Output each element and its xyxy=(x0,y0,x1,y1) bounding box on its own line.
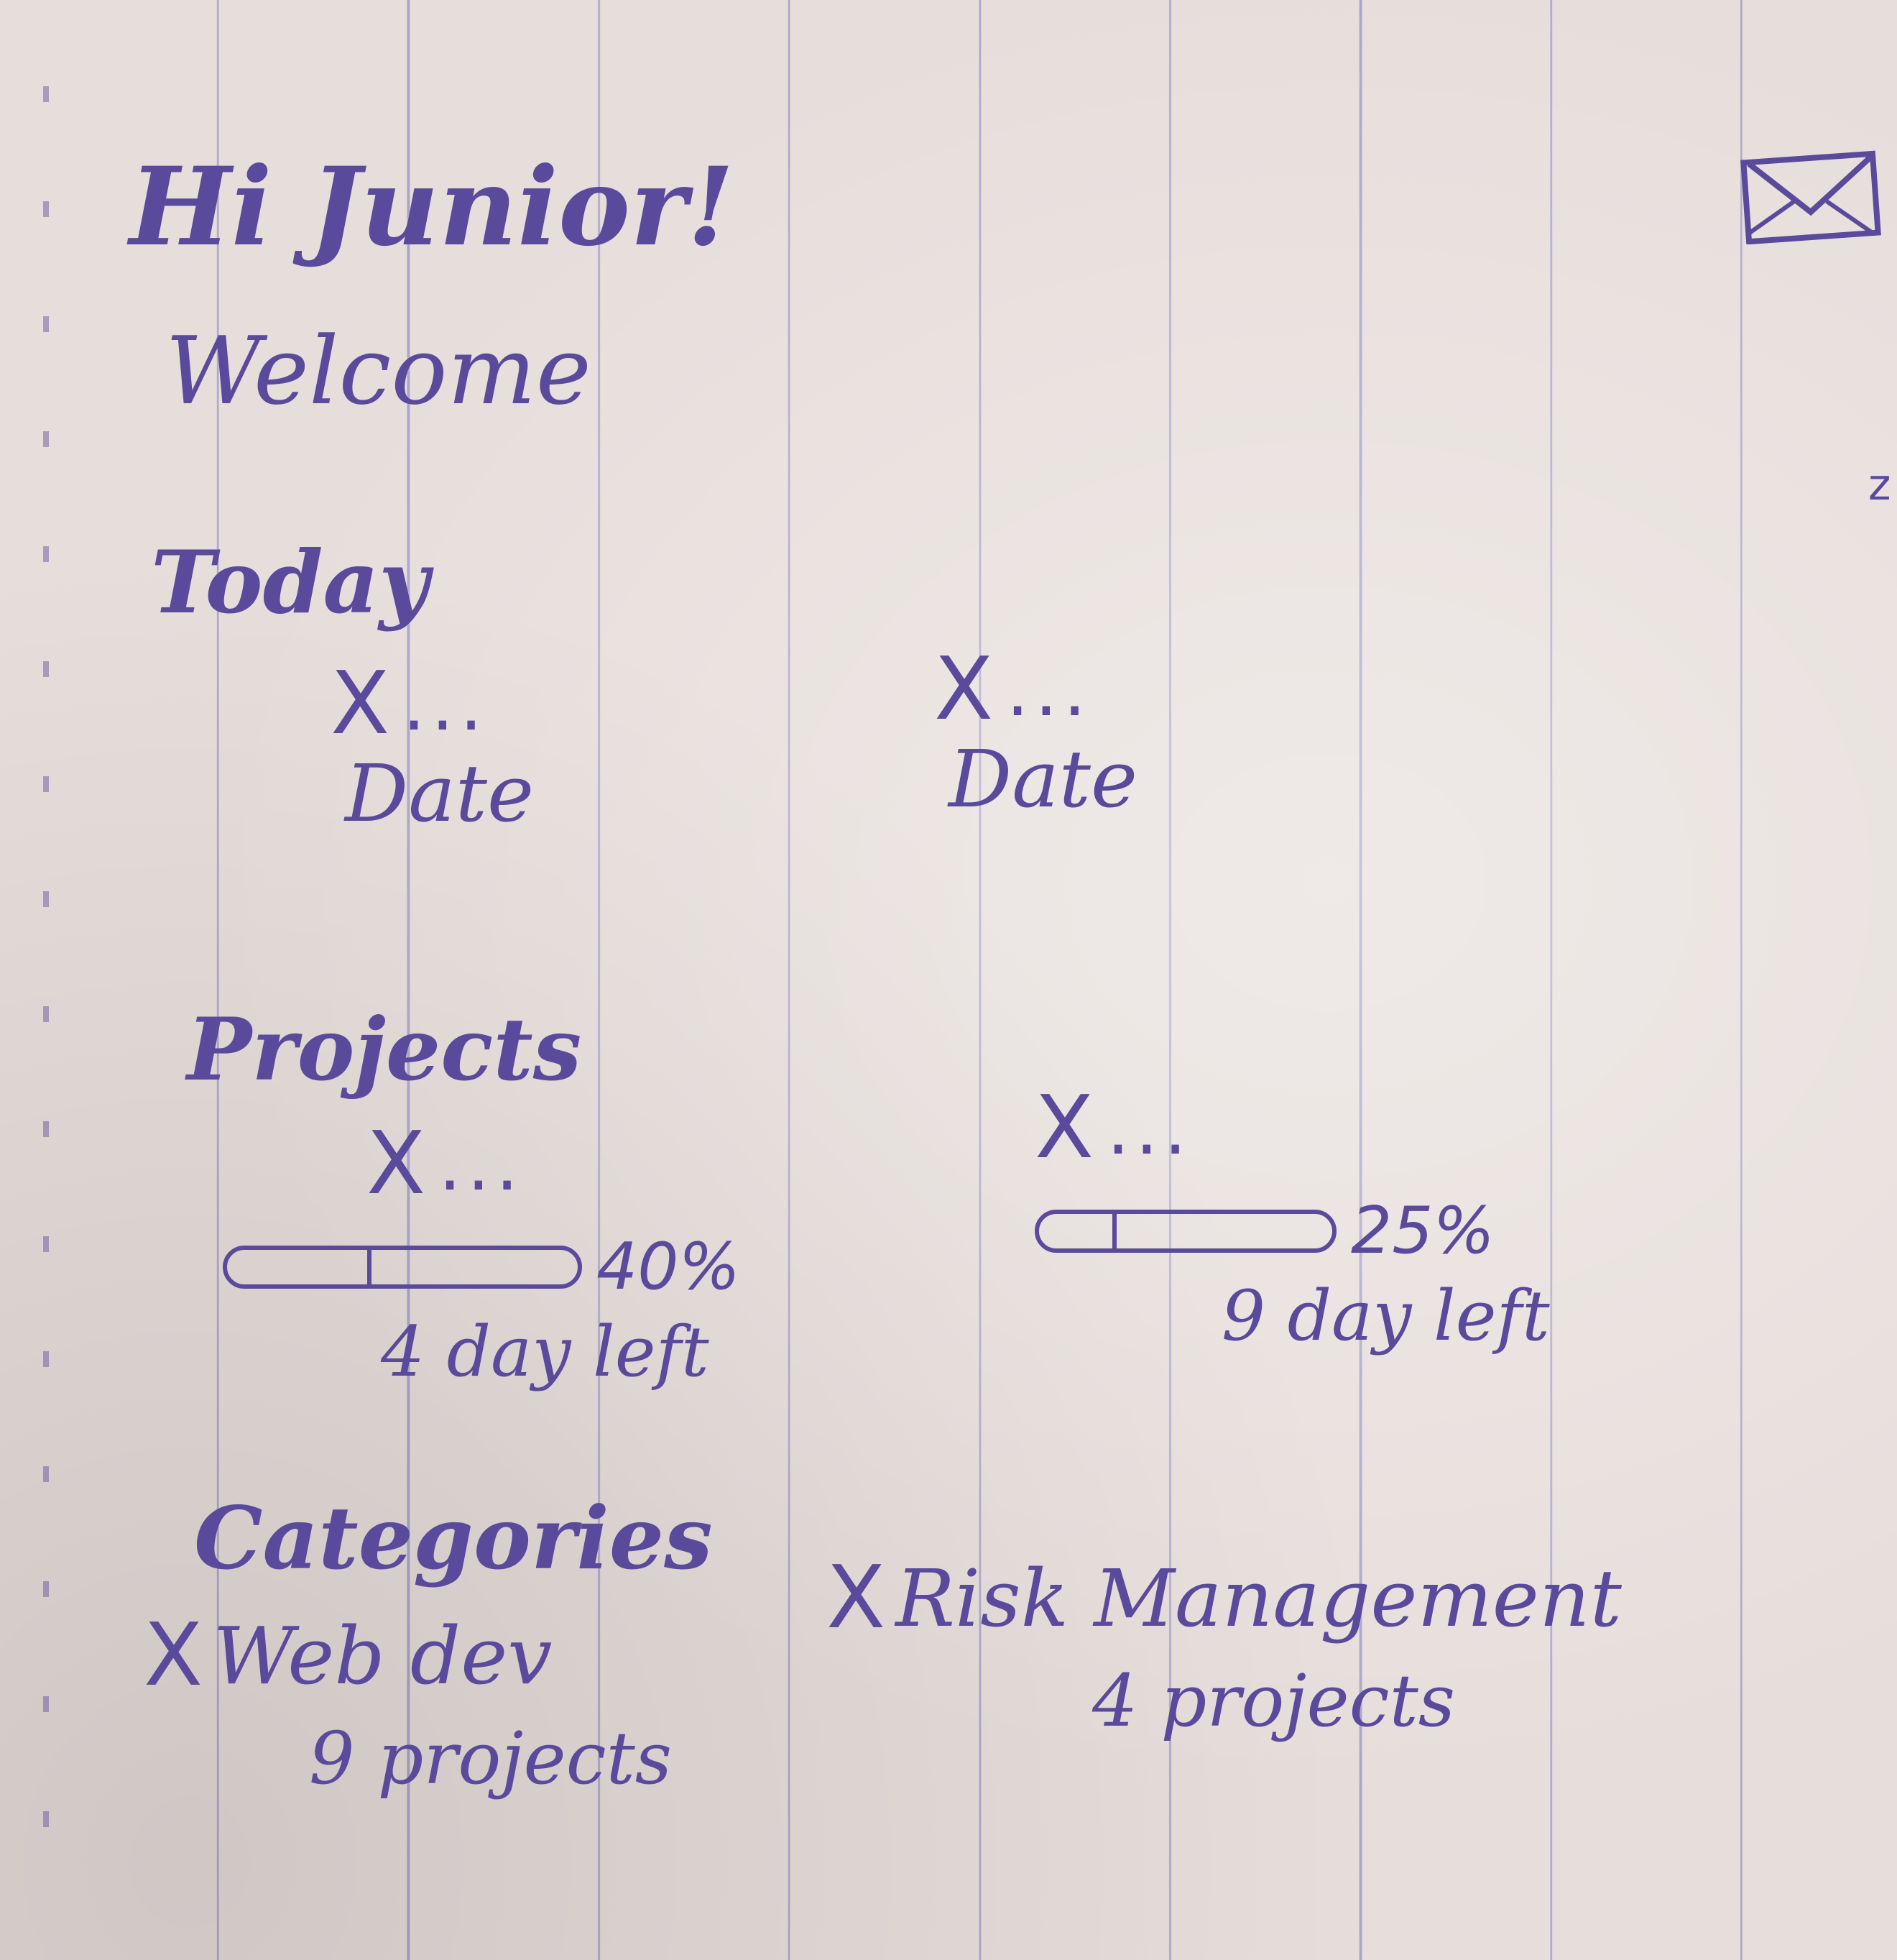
today-section-title: Today xyxy=(151,532,429,633)
task-thumbnail-placeholder: X xyxy=(934,640,994,740)
project-progress-percent: 25% xyxy=(1351,1193,1495,1269)
category-card[interactable]: X Risk Management 4 projects xyxy=(826,1552,1760,1743)
project-progress-fill xyxy=(1039,1213,1117,1248)
project-thumbnail-placeholder: X xyxy=(1035,1078,1094,1178)
today-task-card[interactable]: X ... Date xyxy=(934,640,1451,826)
project-progress-percent: 40% xyxy=(596,1229,740,1305)
projects-section-title: Projects xyxy=(187,999,582,1100)
category-card[interactable]: X Web dev 9 projects xyxy=(144,1610,790,1800)
category-icon-placeholder: X xyxy=(144,1606,203,1706)
task-date: Date xyxy=(948,733,1138,825)
project-days-left: 4 day left xyxy=(381,1312,709,1392)
today-task-card[interactable]: X ... Date xyxy=(331,654,848,840)
welcome-text: Welcome xyxy=(165,316,591,425)
project-progress-bar xyxy=(223,1245,582,1289)
project-menu-dots[interactable]: ... xyxy=(438,1122,525,1207)
project-card[interactable]: X ... 40% 4 day left xyxy=(223,1121,740,1392)
project-card[interactable]: X ... 25% 9 day left xyxy=(1035,1085,1552,1356)
margin-marks xyxy=(43,86,49,1883)
project-menu-dots[interactable]: ... xyxy=(1107,1086,1193,1171)
categories-section-title: Categories xyxy=(194,1488,713,1589)
project-days-left: 9 day left xyxy=(1222,1276,1550,1356)
category-project-count: 9 projects xyxy=(309,1716,673,1800)
project-progress-bar xyxy=(1035,1209,1337,1253)
category-project-count: 4 projects xyxy=(1092,1659,1456,1743)
project-progress-fill xyxy=(227,1249,372,1284)
project-thumbnail-placeholder: X xyxy=(366,1114,426,1214)
task-menu-dots[interactable]: ... xyxy=(1006,648,1092,732)
greeting-title: Hi Junior! xyxy=(129,144,734,270)
category-icon-placeholder: X xyxy=(826,1548,886,1648)
task-date: Date xyxy=(345,747,535,839)
task-thumbnail-placeholder: X xyxy=(331,654,390,754)
mail-icon[interactable] xyxy=(1739,144,1883,244)
category-name: Web dev xyxy=(213,1610,553,1702)
task-menu-dots[interactable]: ... xyxy=(402,662,489,747)
category-name: Risk Management xyxy=(895,1552,1622,1644)
edge-mark: z xyxy=(1868,460,1891,510)
